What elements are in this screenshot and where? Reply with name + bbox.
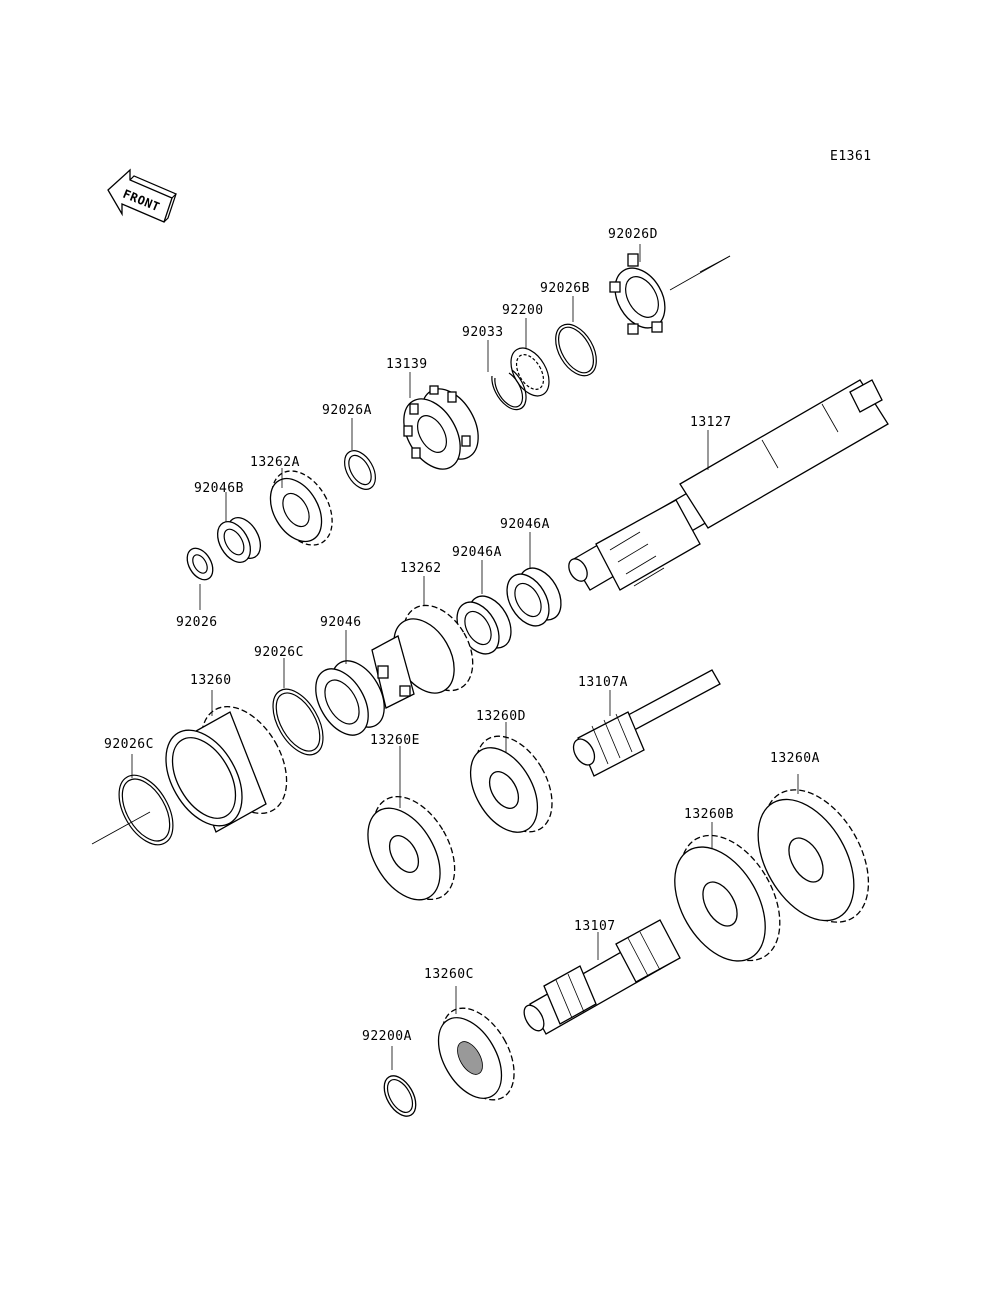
lock-washer-92026D [609, 253, 666, 335]
gear-13260C [437, 1007, 515, 1101]
label-13260C: 13260C [424, 967, 474, 982]
label-92026C-upper: 92026C [254, 645, 304, 660]
dog-gear-13139 [403, 385, 479, 470]
label-92200A: 92200A [362, 1029, 412, 1044]
needle-bearing-92046B [216, 517, 262, 563]
label-92033: 92033 [462, 325, 504, 340]
label-13260E: 13260E [370, 733, 420, 748]
shaft-13107 [523, 919, 681, 1035]
label-13260: 13260 [190, 673, 232, 688]
label-92026C-lower: 92026C [104, 737, 154, 752]
shaft-13107A [572, 669, 721, 777]
label-13260B: 13260B [684, 807, 734, 822]
gear-13260 [165, 705, 288, 833]
gear-13260B [674, 834, 781, 962]
label-92046B: 92046B [194, 481, 244, 496]
label-92046A-upper: 92046A [500, 517, 550, 532]
label-13262A: 13262A [250, 455, 300, 470]
ring-92026C-upper [272, 688, 324, 756]
label-92026A: 92026A [322, 403, 372, 418]
label-13260D: 13260D [476, 709, 526, 724]
gear-13260E [367, 795, 456, 901]
label-92046: 92046 [320, 615, 362, 630]
label-92026: 92026 [176, 615, 218, 630]
needle-bearing-92046 [315, 660, 385, 736]
gear-13262A [269, 470, 333, 546]
toothed-washer-92200 [510, 347, 550, 397]
ring-92026C-lower [118, 774, 174, 846]
label-13107A: 13107A [578, 675, 628, 690]
label-92046A-lower: 92046A [452, 545, 502, 560]
front-arrow-icon: FRONT [107, 168, 178, 223]
label-13262: 13262 [400, 561, 442, 576]
main-shaft-13127 [568, 379, 889, 591]
gear-13260A [757, 789, 870, 923]
gear-13262 [371, 604, 474, 709]
label-13260A: 13260A [770, 751, 820, 766]
label-92026D: 92026D [608, 227, 658, 242]
washer-92200A [383, 1075, 417, 1117]
label-13107: 13107 [574, 919, 616, 934]
label-92026B: 92026B [540, 281, 590, 296]
axis-line-lower [91, 811, 151, 845]
label-92200: 92200 [502, 303, 544, 318]
gear-13260D [469, 735, 553, 833]
label-13139: 13139 [386, 357, 428, 372]
ring-92026B [555, 323, 597, 377]
needle-bearing-92046A-upper [506, 567, 562, 627]
circlip-92033 [491, 369, 527, 411]
diagram-code: E1361 [830, 149, 872, 164]
label-13127: 13127 [690, 415, 732, 430]
washer-92026 [186, 547, 214, 581]
ring-92026A [344, 450, 376, 490]
